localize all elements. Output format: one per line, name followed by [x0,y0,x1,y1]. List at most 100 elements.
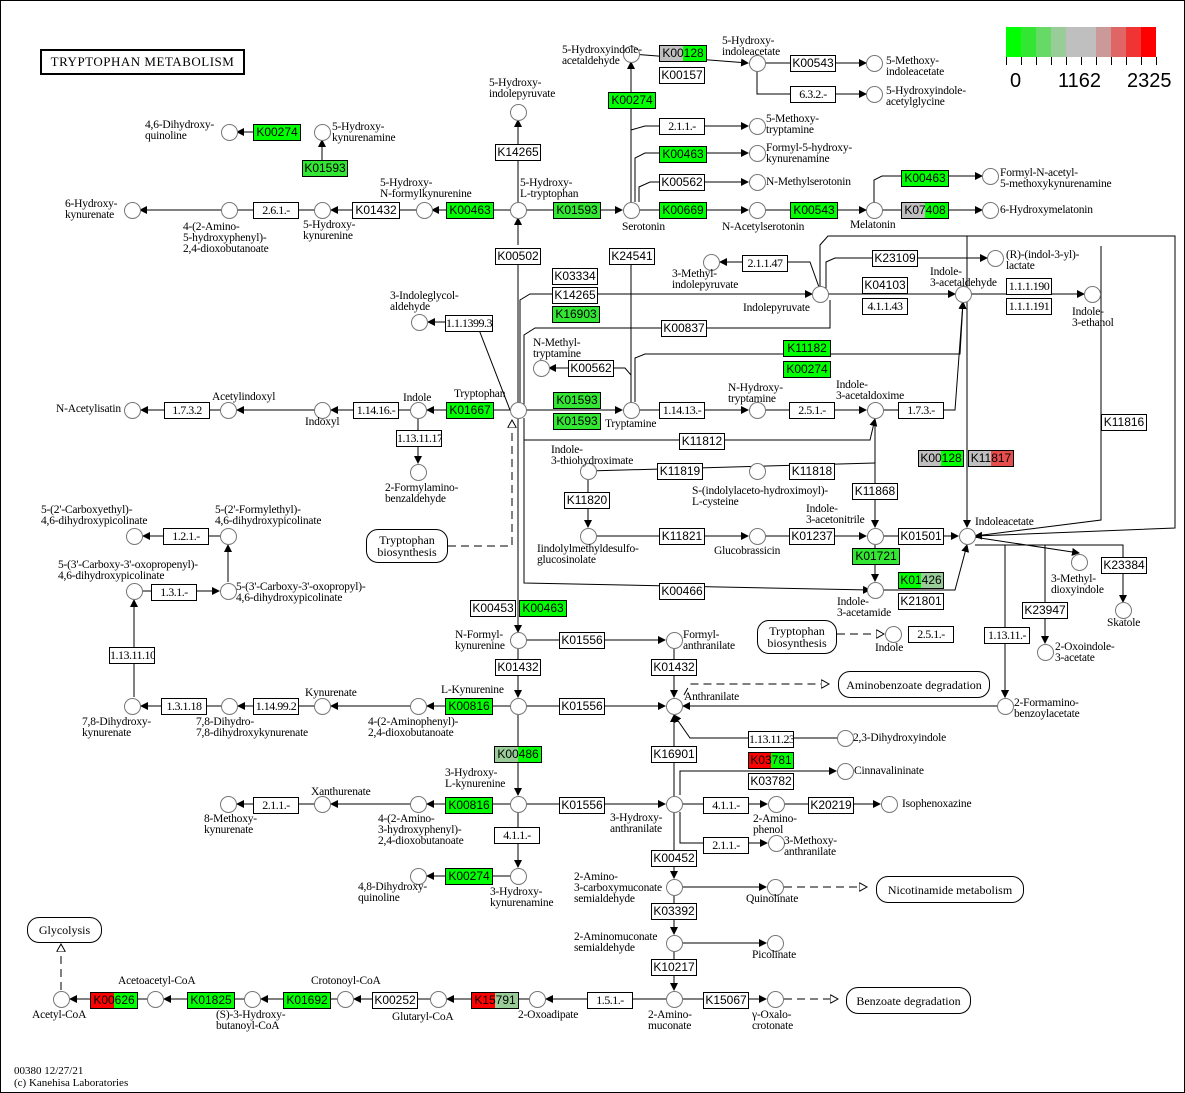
pathway-map-link[interactable]: Nicotinamide metabolism [876,876,1024,903]
pathway-map-link[interactable]: Aminobenzoate degradation [838,671,990,698]
compound-node[interactable] [220,402,237,419]
enzyme-box-k00486[interactable]: K00486 [494,746,542,763]
enzyme-box-1-1-1-191[interactable]: 1.1.1.191 [1006,298,1052,315]
compound-node[interactable] [997,698,1014,715]
compound-node[interactable] [1037,644,1054,661]
enzyme-box-1-7-3-2[interactable]: 1.7.3.2 [164,402,210,419]
enzyme-box-2-5-1-[interactable]: 2.5.1.- [908,626,954,643]
compound-node[interactable] [529,991,546,1008]
compound-node[interactable] [749,402,766,419]
enzyme-box-k00463[interactable]: K00463 [519,600,567,617]
compound-node[interactable] [982,168,999,185]
compound-node[interactable] [767,935,784,952]
compound-node[interactable] [510,202,527,219]
compound-node[interactable] [221,698,238,715]
compound-node[interactable] [867,582,884,599]
pathway-map-link[interactable]: Glycolysis [27,917,102,943]
enzyme-box-k11818[interactable]: K11818 [789,463,835,480]
compound-node[interactable] [510,104,527,121]
enzyme-box-1-13-11-23[interactable]: 1.13.11.23 [748,731,794,748]
compound-node[interactable] [510,868,527,885]
compound-node[interactable] [867,402,884,419]
compound-node[interactable] [623,202,640,219]
compound-node[interactable] [837,763,854,780]
compound-node[interactable] [666,991,683,1008]
compound-node[interactable] [768,835,785,852]
enzyme-box-k03781[interactable]: K03781 [748,752,794,769]
compound-node[interactable] [220,528,237,545]
enzyme-box-k00463[interactable]: K00463 [901,170,949,187]
compound-node[interactable] [749,174,766,191]
enzyme-box-k23947[interactable]: K23947 [1022,602,1068,619]
compound-node[interactable] [533,360,550,377]
enzyme-box-1-13-11-[interactable]: 1.13.11.- [984,627,1030,644]
compound-node[interactable] [749,202,766,219]
compound-node[interactable] [749,528,766,545]
enzyme-box-k00274[interactable]: K00274 [445,868,493,885]
enzyme-box-1-1-1-190[interactable]: 1.1.1.190 [1006,278,1052,295]
enzyme-box-1-3-1-18[interactable]: 1.3.1.18 [161,698,207,715]
enzyme-box-k01432[interactable]: K01432 [352,202,400,219]
compound-node[interactable] [580,528,597,545]
compound-node[interactable] [410,868,427,885]
compound-node[interactable] [959,528,976,545]
compound-node[interactable] [987,250,1004,267]
compound-node[interactable] [510,402,527,419]
compound-node[interactable] [124,698,141,715]
compound-node[interactable] [767,879,784,896]
enzyme-box-k01556[interactable]: K01556 [559,632,605,649]
enzyme-box-2-6-1-[interactable]: 2.6.1.- [253,202,299,219]
enzyme-box-k14265[interactable]: K14265 [495,144,541,161]
compound-node[interactable] [812,286,829,303]
enzyme-box-1-7-3-[interactable]: 1.7.3.- [898,402,944,419]
compound-node[interactable] [53,991,70,1008]
enzyme-box-k01432[interactable]: K01432 [495,659,541,676]
compound-node[interactable] [410,796,427,813]
compound-node[interactable] [749,463,766,480]
enzyme-box-k00562[interactable]: K00562 [568,360,614,377]
enzyme-box-k10217[interactable]: K10217 [651,959,697,976]
compound-node[interactable] [221,202,238,219]
compound-node[interactable] [982,202,999,219]
enzyme-box-k01667[interactable]: K01667 [446,402,494,419]
compound-node[interactable] [221,124,238,141]
enzyme-box-k01692[interactable]: K01692 [283,992,331,1009]
enzyme-box-k07408[interactable]: K07408 [901,202,949,219]
enzyme-box-k11868[interactable]: K11868 [852,483,898,500]
enzyme-box-k00463[interactable]: K00463 [446,202,494,219]
compound-node[interactable] [767,991,784,1008]
compound-node[interactable] [411,314,428,331]
enzyme-box-k01556[interactable]: K01556 [559,698,605,715]
compound-node[interactable] [666,935,683,952]
enzyme-box-k00274[interactable]: K00274 [783,361,831,378]
enzyme-box-k00274[interactable]: K00274 [608,92,656,109]
enzyme-box-k00816[interactable]: K00816 [445,698,493,715]
enzyme-box-1-14-99-2[interactable]: 1.14.99.2 [253,698,299,715]
enzyme-box-k03392[interactable]: K03392 [651,903,697,920]
enzyme-box-4-1-1-[interactable]: 4.1.1.- [494,827,540,844]
compound-node[interactable] [244,991,261,1008]
enzyme-box-k00669[interactable]: K00669 [659,202,707,219]
enzyme-box-2-1-1-[interactable]: 2.1.1.- [659,118,705,135]
compound-node[interactable] [510,632,527,649]
compound-node[interactable] [314,698,331,715]
enzyme-box-k23109[interactable]: K23109 [872,250,918,267]
enzyme-box-k20219[interactable]: K20219 [808,797,854,814]
compound-node[interactable] [623,46,640,63]
enzyme-box-k00274[interactable]: K00274 [253,124,301,141]
compound-node[interactable] [510,796,527,813]
enzyme-box-k14265[interactable]: K14265 [552,287,598,304]
compound-node[interactable] [510,698,527,715]
pathway-map-link[interactable]: Benzoate degradation [846,987,971,1014]
enzyme-box-k01556[interactable]: K01556 [559,797,605,814]
enzyme-box-k01501[interactable]: K01501 [898,528,944,545]
enzyme-box-k11817[interactable]: K11817 [968,450,1014,467]
enzyme-box-1-14-16-[interactable]: 1.14.16.- [353,402,399,419]
compound-node[interactable] [1071,554,1088,571]
enzyme-box-k00502[interactable]: K00502 [495,248,541,265]
compound-node[interactable] [147,991,164,1008]
enzyme-box-k00562[interactable]: K00562 [659,174,705,191]
compound-node[interactable] [749,145,766,162]
compound-node[interactable] [666,879,683,896]
enzyme-box-k01432[interactable]: K01432 [651,659,697,676]
